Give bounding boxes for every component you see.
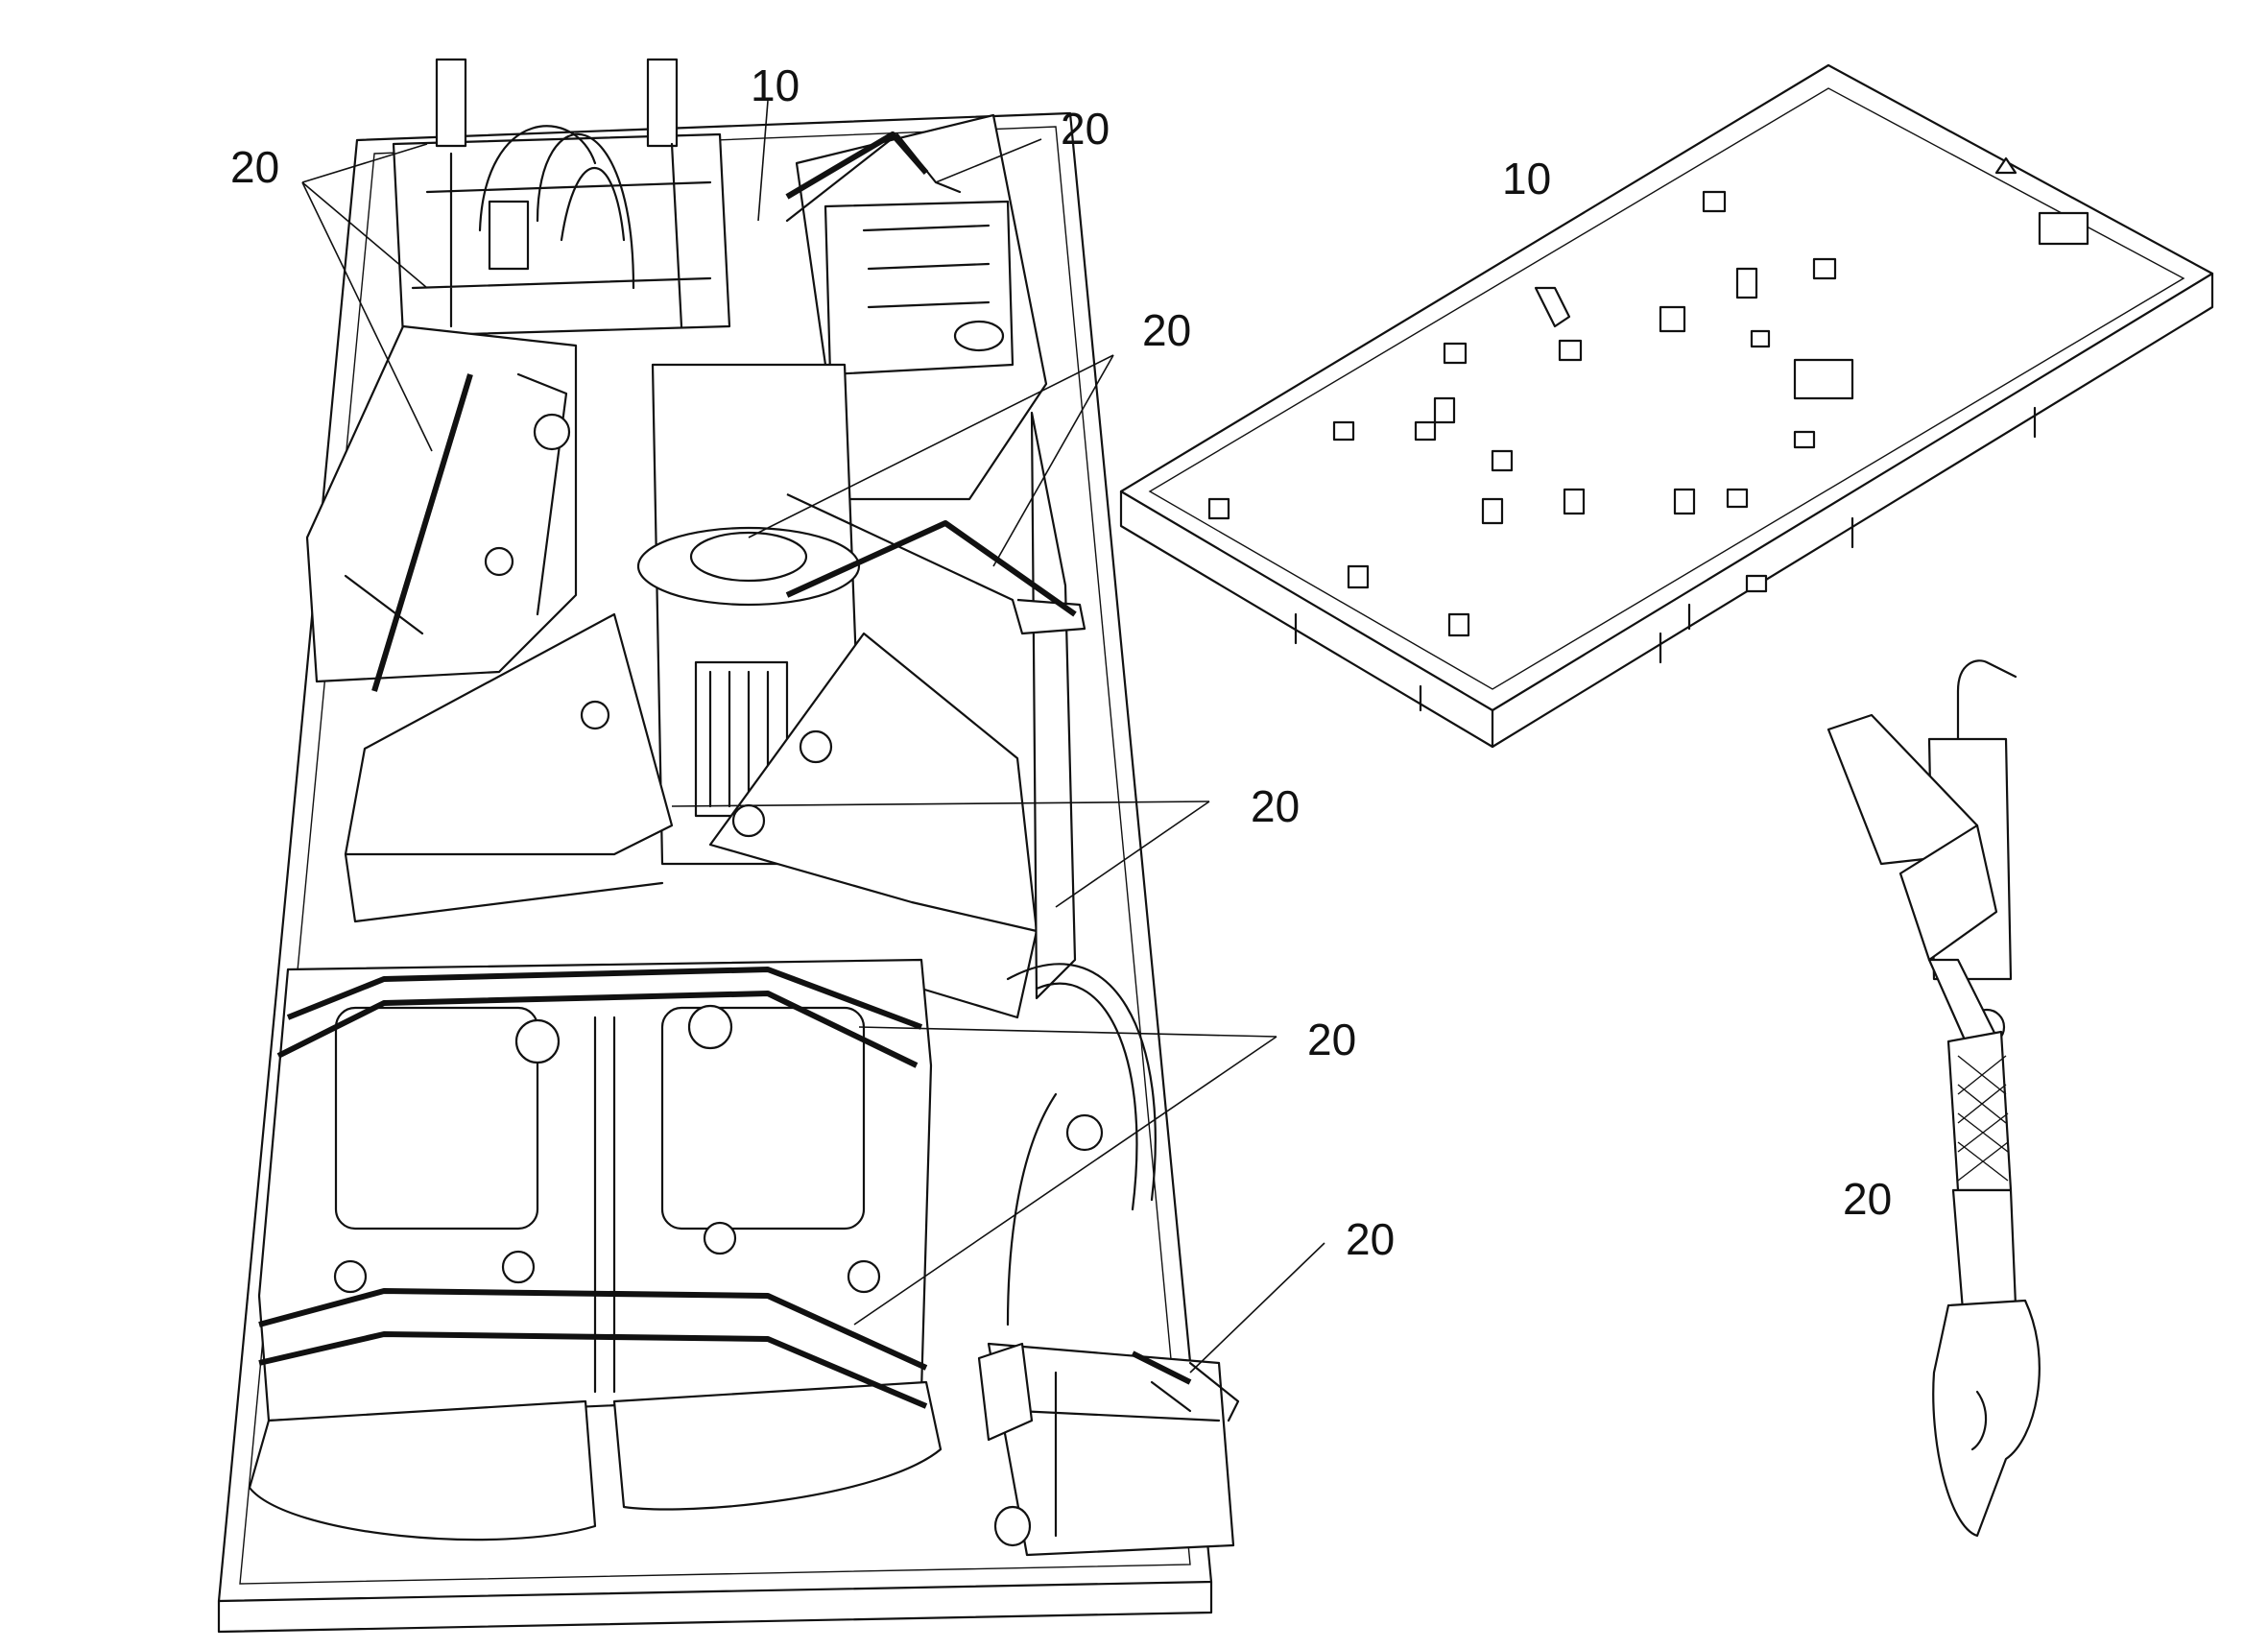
callout-20-middle: 20 [1142, 305, 1191, 355]
right-shield-plate [708, 632, 1039, 933]
callout-10-empty-pallet: 10 [1502, 154, 1551, 203]
ratchet-strap [1826, 659, 2041, 1538]
fixture-block [1793, 358, 1854, 400]
belly-pan-right [612, 1380, 943, 1511]
webbing [1946, 1030, 2013, 1192]
callout-20-ratchet-strap: 20 [1843, 1174, 1892, 1224]
callout-20-lower-right: 20 [1346, 1214, 1395, 1264]
top-bracket-left [435, 58, 467, 148]
callout-20-top: 20 [1061, 104, 1110, 154]
housing-window-right [660, 1006, 866, 1231]
callout-labels: 20 10 20 20 20 20 20 10 20 [230, 60, 1892, 1264]
callout-20-upper-left: 20 [230, 142, 279, 192]
loaded-pallet-assembly [217, 58, 1240, 1634]
fixture-block [2038, 211, 2089, 246]
callout-10-assembly: 10 [751, 60, 800, 110]
empty-pallet [1119, 63, 2214, 749]
callout-20-housings: 20 [1307, 1015, 1356, 1064]
pallet-deck [1119, 63, 2214, 712]
strap-lower [258, 1288, 928, 1371]
strap-top-hook [1956, 659, 2017, 751]
top-bracket-right [646, 58, 679, 148]
belly-pan-left [248, 1399, 597, 1541]
ratchet-buckle-lower [977, 1342, 1034, 1442]
left-arm [305, 324, 578, 683]
connector-block [488, 200, 530, 271]
housing-window-left [334, 1006, 539, 1231]
left-shield-plate [344, 612, 674, 856]
callout-20-shields: 20 [1251, 781, 1300, 831]
strap-upper [286, 967, 923, 1030]
leader-lines [301, 100, 1325, 1374]
